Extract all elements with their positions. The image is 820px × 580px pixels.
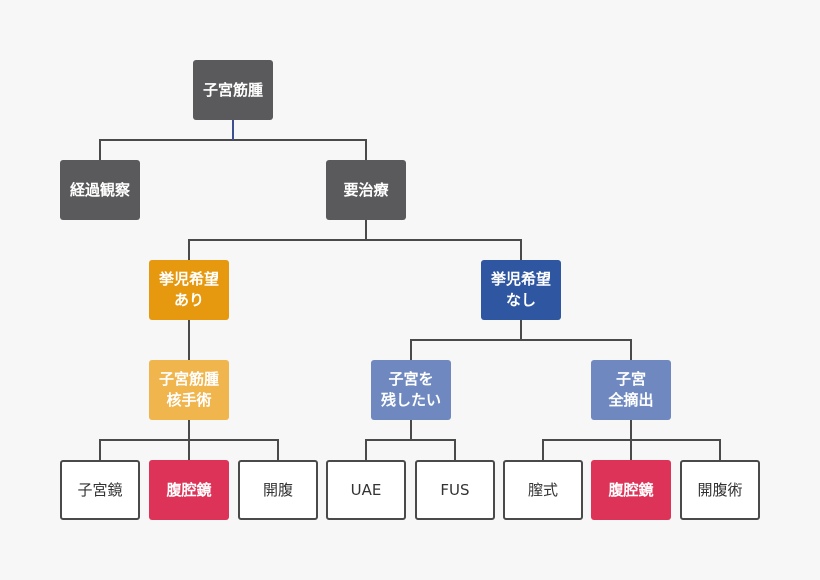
connector-total-children bbox=[542, 420, 721, 460]
leaf-laparoscopy-myomectomy: 腹腔鏡 bbox=[149, 460, 229, 520]
leaf-laparotomy: 開腹 bbox=[238, 460, 318, 520]
leaf-vaginal: 膣式 bbox=[503, 460, 583, 520]
connector-treat-children bbox=[188, 220, 522, 260]
node-watchful-waiting: 経過観察 bbox=[60, 160, 140, 220]
node-uterine-fibroid: 子宮筋腫 bbox=[193, 60, 273, 120]
leaf-laparoscopy-hysterectomy: 腹腔鏡 bbox=[591, 460, 671, 520]
node-fertility-desired: 挙児希望 あり bbox=[149, 260, 229, 320]
leaf-uae: UAE bbox=[326, 460, 406, 520]
node-myomectomy: 子宮筋腫 核手術 bbox=[149, 360, 229, 420]
leaf-hysteroscopy: 子宮鏡 bbox=[60, 460, 140, 520]
leaf-fus: FUS bbox=[415, 460, 495, 520]
leaf-open-surgery: 開腹術 bbox=[680, 460, 760, 520]
node-total-hysterectomy: 子宮 全摘出 bbox=[591, 360, 671, 420]
node-preserve-uterus: 子宮を 残したい bbox=[371, 360, 451, 420]
connector-want-no-children bbox=[410, 320, 632, 360]
connector-preserve-children bbox=[365, 420, 456, 460]
connector-myomectomy-children bbox=[99, 420, 279, 460]
node-treatment-needed: 要治療 bbox=[326, 160, 406, 220]
node-fertility-not-desired: 挙児希望 なし bbox=[481, 260, 561, 320]
connector-root-children bbox=[99, 139, 367, 160]
